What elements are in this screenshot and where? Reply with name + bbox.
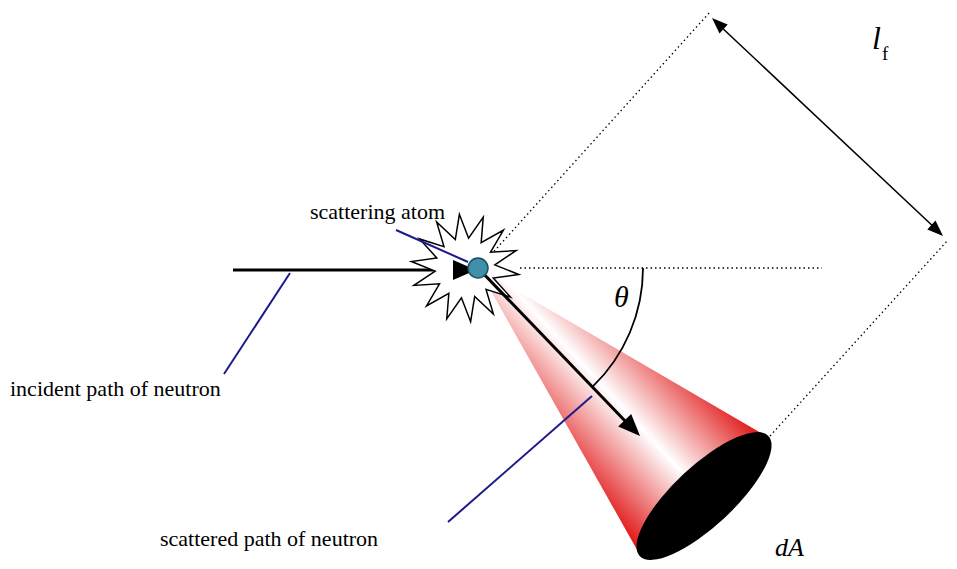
part-label: incident path of neutron: [10, 378, 221, 400]
leader-line: [448, 396, 592, 522]
incident-path: [233, 269, 458, 272]
distance-symbol: l: [872, 22, 881, 54]
area-symbol: dA: [775, 535, 804, 561]
dimension-guide-line: [488, 12, 710, 258]
angle-arc: [593, 268, 643, 387]
collision-starburst: [411, 214, 518, 321]
subscript-symbol: f: [882, 44, 888, 63]
arrowhead: [927, 221, 943, 236]
angle-symbol: θ: [614, 282, 629, 312]
arrowhead: [712, 18, 728, 33]
arrowhead: [618, 414, 640, 436]
starburst-outline: [411, 214, 518, 321]
leader-line: [224, 273, 290, 374]
scattered-path: [478, 268, 628, 424]
part-label: scattered path of neutron: [160, 528, 378, 550]
dimension-arrow: [718, 24, 937, 230]
leader-line: [396, 230, 468, 262]
dimension-guide-line: [770, 240, 948, 436]
part-label: scattering atom: [310, 201, 445, 223]
detector-area: [619, 414, 789, 569]
atom-symbol: [468, 258, 488, 278]
reference-dotted-line: [520, 267, 822, 268]
